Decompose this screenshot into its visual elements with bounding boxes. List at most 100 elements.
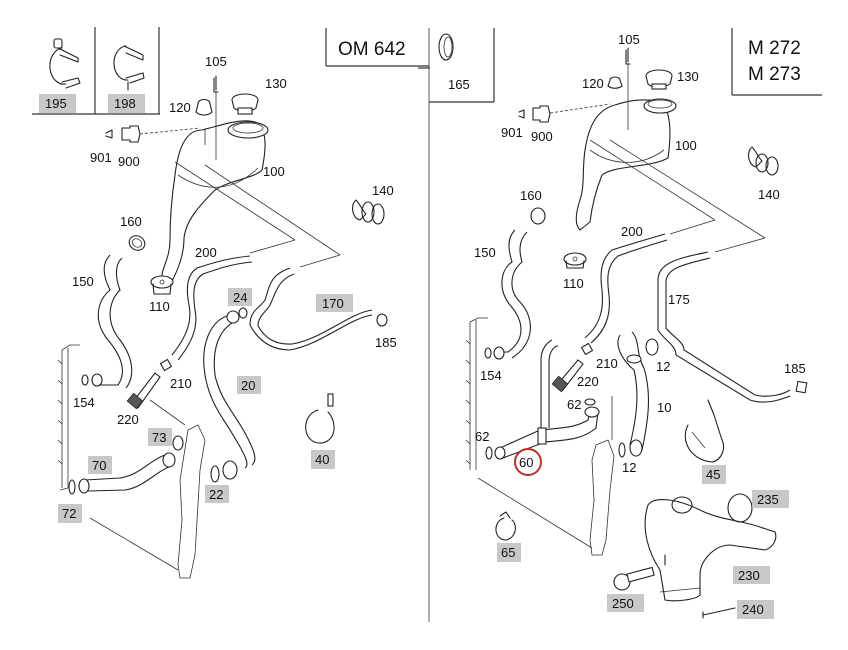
part-label[interactable]: 130 (677, 69, 699, 84)
clip-210-icon[interactable] (580, 342, 594, 356)
bolt-240-icon[interactable] (702, 607, 736, 619)
part-label[interactable]: 110 (149, 299, 170, 314)
seal-ring-icon[interactable] (584, 398, 596, 406)
clip-210-icon[interactable] (159, 358, 173, 372)
hose-clamp-icon[interactable] (530, 207, 546, 225)
part-label[interactable]: 40 (311, 450, 335, 469)
part-label[interactable]: 65 (497, 543, 521, 562)
seal-ring-icon[interactable] (81, 374, 89, 386)
hose-150-icon[interactable] (498, 229, 531, 359)
seal-ring-235-icon[interactable] (727, 493, 753, 523)
part-label[interactable]: 10 (657, 400, 671, 415)
part-label[interactable]: 235 (752, 490, 789, 508)
tank-cap-icon[interactable] (645, 69, 673, 90)
part-label[interactable]: 154 (73, 395, 95, 410)
part-label[interactable]: 901 (501, 125, 523, 140)
cap-plug-icon[interactable] (607, 76, 623, 89)
part-label[interactable]: 240 (737, 600, 774, 619)
level-sensor-icon[interactable] (105, 125, 201, 143)
connector-pipe-220-icon[interactable] (551, 359, 584, 393)
svg-text:240: 240 (742, 602, 764, 617)
part-label[interactable]: 72 (58, 504, 82, 523)
part-label[interactable]: 73 (148, 428, 172, 446)
part-label[interactable]: 130 (265, 76, 287, 91)
part-label[interactable]: 100 (675, 138, 697, 153)
coolant-expansion-tank-icon[interactable] (575, 98, 677, 231)
part-label[interactable]: 140 (372, 183, 394, 198)
part-label[interactable]: 100 (263, 164, 285, 179)
part-label[interactable]: 105 (205, 54, 227, 69)
hose-clamp-band-icon[interactable] (438, 33, 454, 61)
part-label[interactable]: 110 (563, 276, 584, 291)
thermostat-housing-230-icon[interactable] (644, 496, 777, 602)
bolt-250-icon[interactable] (613, 566, 655, 591)
part-label[interactable]: 70 (88, 456, 112, 474)
hose-170-icon[interactable] (249, 267, 388, 351)
hose-clamp-icon[interactable] (127, 233, 148, 253)
hose-200-icon[interactable] (171, 255, 253, 361)
part-label[interactable]: 175 (668, 292, 690, 307)
hose-clamp-with-stud-icon[interactable] (49, 38, 81, 89)
plug-110-icon[interactable] (563, 252, 587, 269)
part-label[interactable]: 198 (108, 94, 145, 113)
part-label[interactable]: 165 (448, 77, 470, 92)
part-label[interactable]: 120 (582, 76, 604, 91)
part-label[interactable]: 62 (475, 429, 489, 444)
seal-ring-icon[interactable] (484, 347, 492, 359)
hose-clamps-icon[interactable] (747, 146, 779, 176)
part-label[interactable]: 185 (375, 335, 397, 350)
shield-45-icon[interactable] (684, 399, 725, 463)
part-label[interactable]: 185 (784, 361, 806, 376)
part-label[interactable]: 20 (237, 376, 261, 394)
coolant-expansion-tank-icon[interactable] (161, 120, 269, 286)
part-label[interactable]: 140 (758, 187, 780, 202)
selected-part-label[interactable]: 60 (519, 455, 533, 470)
hose-clamps-icon[interactable] (351, 199, 385, 225)
svg-text:170: 170 (322, 296, 344, 311)
part-label[interactable]: 154 (480, 368, 502, 383)
hose-clamp-65-icon[interactable] (495, 511, 516, 541)
part-label[interactable]: 160 (520, 188, 542, 203)
part-label[interactable]: 120 (169, 100, 191, 115)
clip-pin-icon[interactable] (625, 47, 631, 130)
part-label[interactable]: 230 (733, 566, 770, 584)
cap-plug-icon[interactable] (195, 98, 213, 116)
part-label[interactable]: 220 (117, 412, 139, 427)
part-label[interactable]: 200 (195, 245, 217, 260)
hose-clamp-with-pin-icon[interactable] (113, 45, 145, 91)
part-label[interactable]: 12 (656, 359, 670, 374)
right-inset-frame (418, 28, 495, 103)
part-label[interactable]: 900 (531, 129, 553, 144)
part-label[interactable]: 150 (474, 245, 496, 260)
part-label[interactable]: 900 (118, 154, 140, 169)
level-sensor-icon[interactable] (518, 103, 611, 123)
part-label[interactable]: 62 (567, 397, 581, 412)
clip-pin-icon[interactable] (213, 75, 219, 160)
part-label[interactable]: 210 (170, 376, 192, 391)
part-label[interactable]: 170 (316, 294, 353, 312)
hose-200-icon[interactable] (584, 233, 668, 344)
hose-60-icon[interactable] (485, 339, 600, 460)
part-label[interactable]: 220 (577, 374, 599, 389)
part-label[interactable]: 160 (120, 214, 142, 229)
hose-70-icon[interactable] (68, 435, 184, 495)
part-label[interactable]: 22 (205, 485, 229, 503)
hose-20-icon[interactable] (203, 307, 256, 483)
hose-150-icon[interactable] (96, 254, 133, 389)
part-label[interactable]: 210 (596, 356, 618, 371)
part-label[interactable]: 195 (39, 94, 76, 113)
part-label[interactable]: 105 (618, 32, 640, 47)
plug-110-icon[interactable] (150, 275, 174, 295)
tank-cap-icon[interactable] (231, 93, 259, 115)
part-label[interactable]: 12 (622, 460, 636, 475)
connector-pipe-220-icon[interactable] (126, 372, 161, 410)
hose-175-icon[interactable] (657, 251, 808, 403)
part-label[interactable]: 24 (228, 288, 252, 306)
clip-40-icon[interactable] (305, 393, 335, 444)
part-label[interactable]: 150 (72, 274, 94, 289)
part-label[interactable]: 250 (607, 594, 644, 612)
hose-10-icon[interactable] (617, 331, 659, 458)
part-label[interactable]: 45 (702, 465, 726, 484)
part-label[interactable]: 901 (90, 150, 112, 165)
part-label[interactable]: 200 (621, 224, 643, 239)
